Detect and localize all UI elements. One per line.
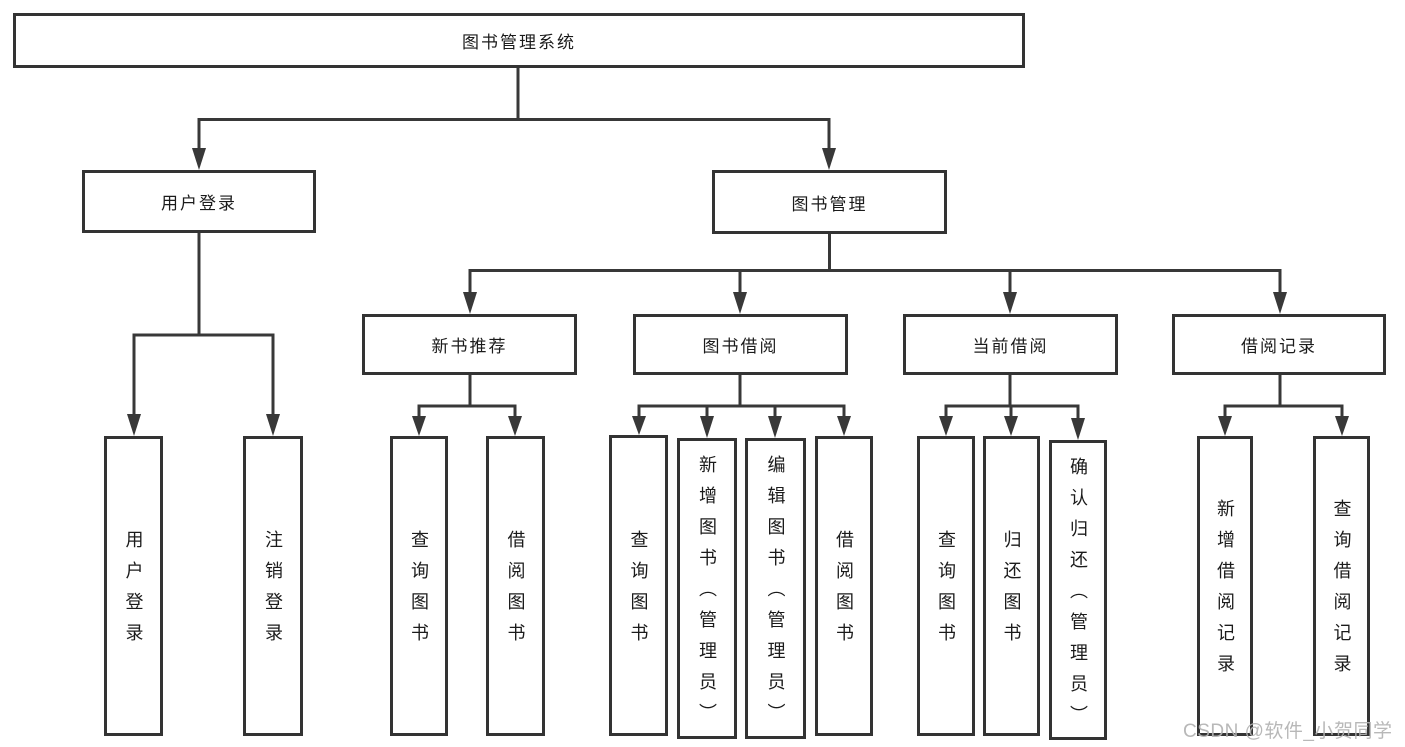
leaf-current-query: 查询图书	[917, 436, 975, 736]
leaf-borrow-edit-book-label: 编辑图书（管理员）	[765, 455, 786, 734]
leaf-current-confirm-return: 确认归还（管理员）	[1049, 440, 1107, 740]
leaf-current-return-label: 归还图书	[1001, 530, 1022, 654]
leaf-logout: 注销登录	[243, 436, 303, 736]
node-borrow-records-label: 借阅记录	[1241, 337, 1317, 356]
leaf-newbook-borrow-label: 借阅图书	[505, 530, 526, 654]
leaf-borrow-query: 查询图书	[609, 435, 668, 736]
leaf-user-login-label: 用户登录	[123, 530, 144, 654]
node-current-borrow: 当前借阅	[903, 314, 1118, 375]
leaf-borrow-edit-book: 编辑图书（管理员）	[745, 438, 806, 739]
csdn-watermark: CSDN @软件_小贺同学	[1183, 721, 1393, 742]
leaf-newbook-query: 查询图书	[390, 436, 448, 736]
node-new-book-recommend: 新书推荐	[362, 314, 577, 375]
leaf-current-query-label: 查询图书	[936, 530, 956, 654]
leaf-borrow-query-label: 查询图书	[628, 529, 649, 654]
node-current-borrow-label: 当前借阅	[972, 337, 1049, 356]
node-new-book-recommend-label: 新书推荐	[431, 337, 508, 356]
node-user-login: 用户登录	[82, 170, 316, 233]
node-book-management-label: 图书管理	[791, 194, 868, 214]
leaf-borrow-book: 借阅图书	[815, 436, 873, 736]
node-book-management: 图书管理	[712, 170, 947, 234]
leaf-records-query: 查询借阅记录	[1313, 436, 1370, 736]
leaf-records-query-label: 查询借阅记录	[1331, 499, 1352, 685]
arrowheads	[127, 148, 1349, 440]
leaf-newbook-borrow: 借阅图书	[486, 436, 545, 736]
node-root-label: 图书管理系统	[462, 33, 576, 52]
leaf-records-add-label: 新增借阅记录	[1215, 499, 1235, 685]
leaf-borrow-book-label: 借阅图书	[834, 530, 854, 654]
node-book-borrow: 图书借阅	[633, 314, 848, 375]
node-user-login-label: 用户登录	[161, 194, 237, 213]
leaf-newbook-query-label: 查询图书	[409, 530, 429, 654]
leaf-logout-label: 注销登录	[263, 530, 283, 654]
leaf-borrow-add-book-label: 新增图书（管理员）	[697, 455, 717, 734]
leaf-records-add: 新增借阅记录	[1197, 436, 1253, 736]
leaf-current-return: 归还图书	[983, 436, 1040, 736]
node-root: 图书管理系统	[13, 13, 1025, 68]
leaf-current-confirm-return-label: 确认归还（管理员）	[1068, 456, 1088, 736]
leaf-borrow-add-book: 新增图书（管理员）	[677, 438, 737, 739]
node-borrow-records: 借阅记录	[1172, 314, 1386, 375]
leaf-user-login: 用户登录	[104, 436, 163, 736]
node-book-borrow-label: 图书借阅	[702, 337, 779, 356]
